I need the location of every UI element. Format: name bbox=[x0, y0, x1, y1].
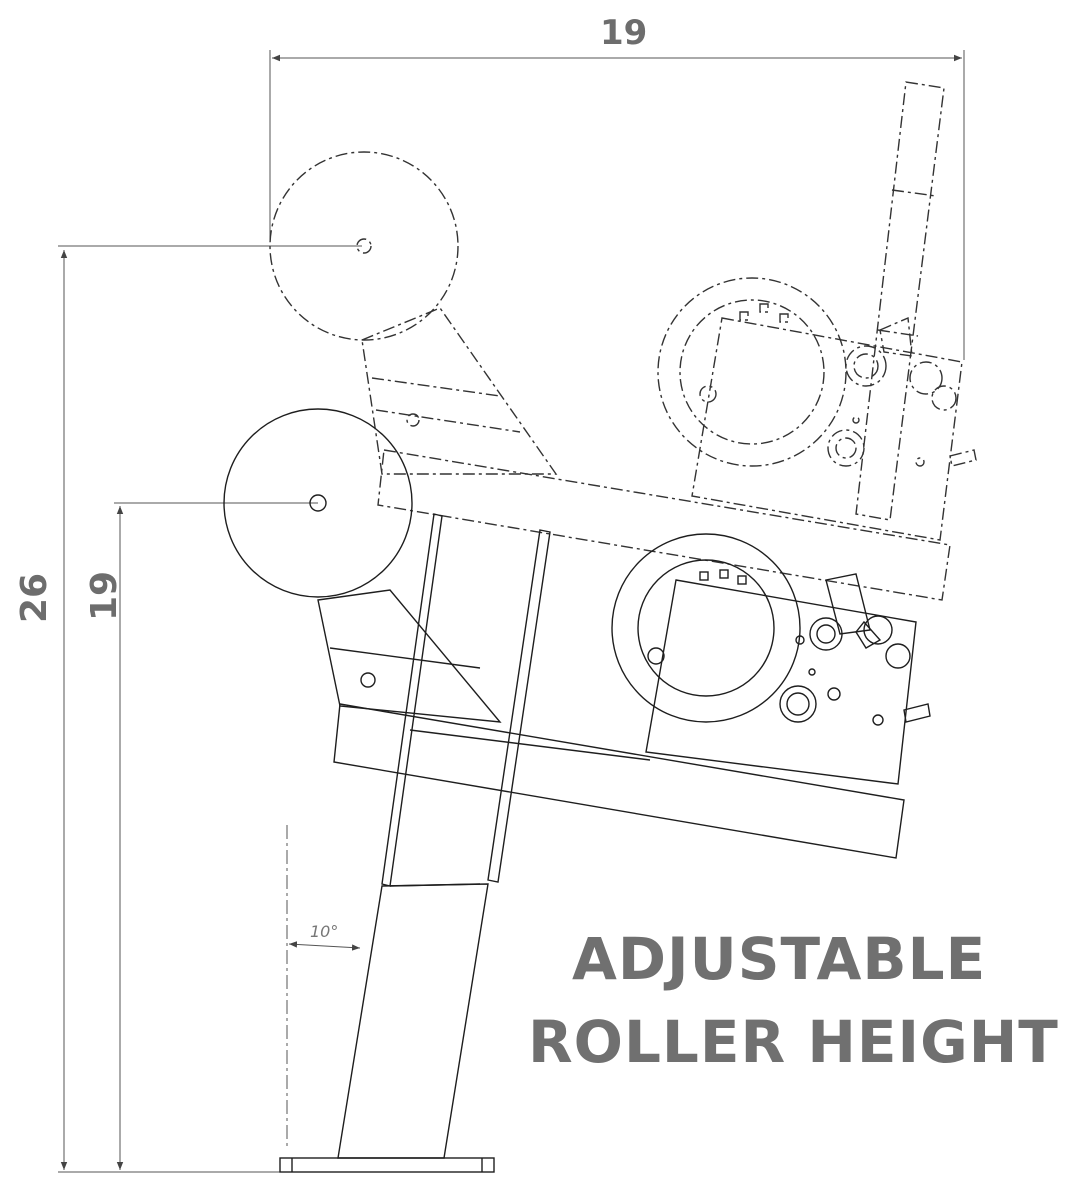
raised-height-label: 26 bbox=[14, 572, 56, 624]
lowered-roller bbox=[223, 408, 413, 598]
dimension-lines bbox=[58, 50, 965, 1173]
tilt-angle-label: 10° bbox=[310, 922, 339, 941]
lowered-position bbox=[223, 408, 931, 1173]
base-plate bbox=[279, 1157, 495, 1173]
raised-roller bbox=[269, 151, 459, 341]
width-dimension-label: 19 bbox=[600, 13, 648, 53]
caption-line-2: ROLLER HEIGHT bbox=[528, 1008, 1059, 1076]
lowered-height-label: 19 bbox=[84, 570, 126, 622]
caption-line-1: ADJUSTABLE bbox=[572, 925, 987, 993]
raised-position-phantom bbox=[269, 81, 977, 601]
